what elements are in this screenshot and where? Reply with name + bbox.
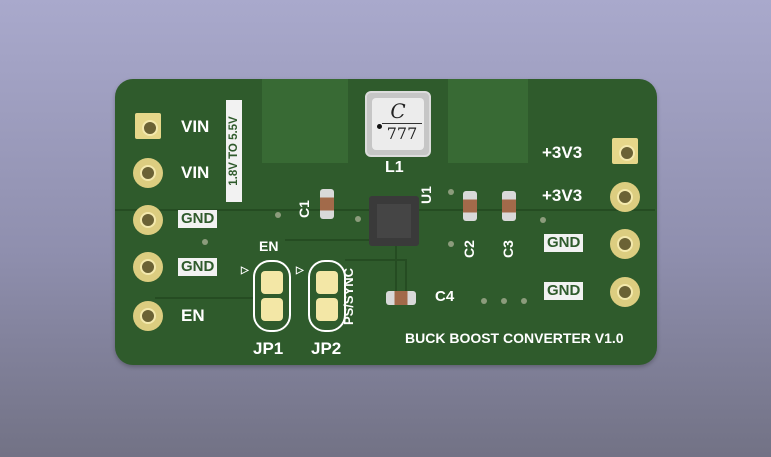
inductor-body: C 777 (372, 98, 424, 150)
via (448, 189, 454, 195)
inductor-ref: L1 (385, 159, 404, 176)
via (275, 212, 281, 218)
via (202, 239, 208, 245)
ic-u1 (369, 196, 419, 246)
capacitor-c3 (502, 191, 516, 221)
ic-die (377, 204, 411, 238)
left-pin-label-4: GND (178, 258, 218, 276)
capacitor-c3-label: C3 (499, 240, 516, 258)
pad-hole (140, 212, 156, 228)
via (481, 298, 487, 304)
capacitor-c4 (386, 291, 416, 305)
pin1-dot (377, 124, 382, 129)
via (540, 217, 546, 223)
trace (285, 239, 397, 291)
jumper-jp1-ref: JP1 (253, 339, 284, 358)
pad-hole (140, 259, 156, 275)
jumper-pad (316, 271, 338, 294)
jumper-jp1-label-top: EN (259, 238, 279, 254)
left-pin-label-3: GND (178, 210, 218, 228)
pad-hole (140, 165, 156, 181)
right-pin-label-1: +3V3 (542, 143, 583, 162)
solder-jumper-jp1 (253, 260, 291, 332)
left-pin-label-5: EN (181, 306, 205, 325)
via (501, 298, 507, 304)
via (448, 241, 454, 247)
jumper-jp2-ref: JP2 (311, 339, 342, 358)
right-pin-label-3: GND (544, 234, 584, 252)
capacitor-c1-label: C1 (295, 200, 312, 218)
inductor-marking-top: C (390, 99, 406, 123)
inductor-l1: C 777 (365, 91, 431, 157)
pad-hole (617, 189, 633, 205)
left-pin-label-1: VIN (181, 117, 210, 136)
pad-hole (619, 145, 635, 161)
voltage-range-label: 1.8V TO 5.5V (226, 100, 242, 202)
capacitor-c1 (320, 189, 334, 219)
jumper-pad (261, 271, 283, 294)
capacitor-c4-label: C4 (435, 288, 455, 305)
trace (155, 297, 255, 299)
ic-ref: U1 (417, 186, 434, 204)
pad-hole (617, 284, 633, 300)
jumper-jp2-label: PS/SYNC (341, 267, 357, 326)
jumper-pad (261, 298, 283, 321)
board-title: BUCK BOOST CONVERTER V1.0 (405, 330, 624, 346)
trace (345, 259, 407, 296)
solder-jumper-jp2 (308, 260, 346, 332)
jumper-jp2-arrow: ▷ (296, 265, 304, 276)
copper-pour-right (448, 79, 528, 163)
capacitor-c2-label: C2 (460, 240, 477, 258)
copper-pour-left (262, 79, 348, 163)
pad-hole (142, 120, 158, 136)
jumper-pad (316, 298, 338, 321)
inductor-marking-bottom: 777 (382, 123, 422, 143)
pcb-board: VIN VIN GND GND EN 1.8V TO 5.5V C 777 L1… (115, 79, 657, 365)
via (521, 298, 527, 304)
right-pin-label-4: GND (544, 282, 584, 300)
jumper-jp1-arrow: ▷ (241, 265, 249, 276)
left-pin-label-2: VIN (181, 163, 210, 182)
right-pin-label-2: +3V3 (542, 186, 583, 205)
via (355, 216, 361, 222)
capacitor-c2 (463, 191, 477, 221)
pad-hole (140, 308, 156, 324)
pad-hole (617, 236, 633, 252)
